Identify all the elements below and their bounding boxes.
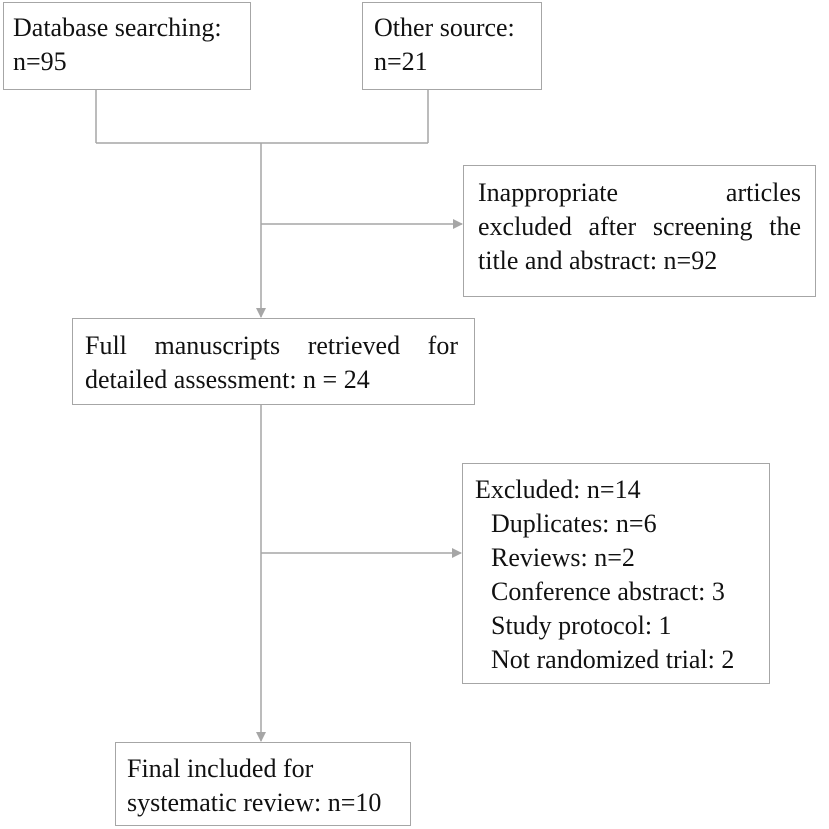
other-line-2: n=21 <box>374 47 428 76</box>
full-manuscripts-line-2: detailed assessment: n = 24 <box>85 365 370 394</box>
database-line-1: Database searching: <box>13 13 222 42</box>
excluded-item-study-protocol: Study protocol: 1 <box>491 611 672 640</box>
full-manuscripts-box: Full manuscripts retrieved for detailed … <box>72 318 475 405</box>
database-searching-box: Database searching: n=95 <box>3 2 251 90</box>
excluded-item-not-randomized: Not randomized trial: 2 <box>491 645 735 674</box>
final-line-2: systematic review: n=10 <box>127 788 382 817</box>
excluded-screening-box: Inappropriate articles excluded after sc… <box>463 165 816 297</box>
excluded-full-text-box: Excluded: n=14 Duplicates: n=6 Reviews: … <box>462 463 770 684</box>
excluded-screening-line-3: title and abstract: n=92 <box>478 246 718 275</box>
excluded-screening-line-1: Inappropriate articles <box>478 178 801 207</box>
final-included-box: Final included for systematic review: n=… <box>115 742 411 826</box>
excluded-full-header: Excluded: n=14 <box>475 475 641 504</box>
database-line-2: n=95 <box>13 47 67 76</box>
final-line-1: Final included for <box>127 754 314 783</box>
excluded-item-reviews: Reviews: n=2 <box>491 543 635 572</box>
other-line-1: Other source: <box>374 13 515 42</box>
excluded-item-duplicates: Duplicates: n=6 <box>491 509 657 538</box>
other-source-box: Other source: n=21 <box>362 2 542 90</box>
excluded-screening-line-2: excluded after screening the <box>478 212 801 241</box>
excluded-item-conference-abstract: Conference abstract: 3 <box>491 577 725 606</box>
full-manuscripts-line-1: Full manuscripts retrieved for <box>85 331 458 360</box>
